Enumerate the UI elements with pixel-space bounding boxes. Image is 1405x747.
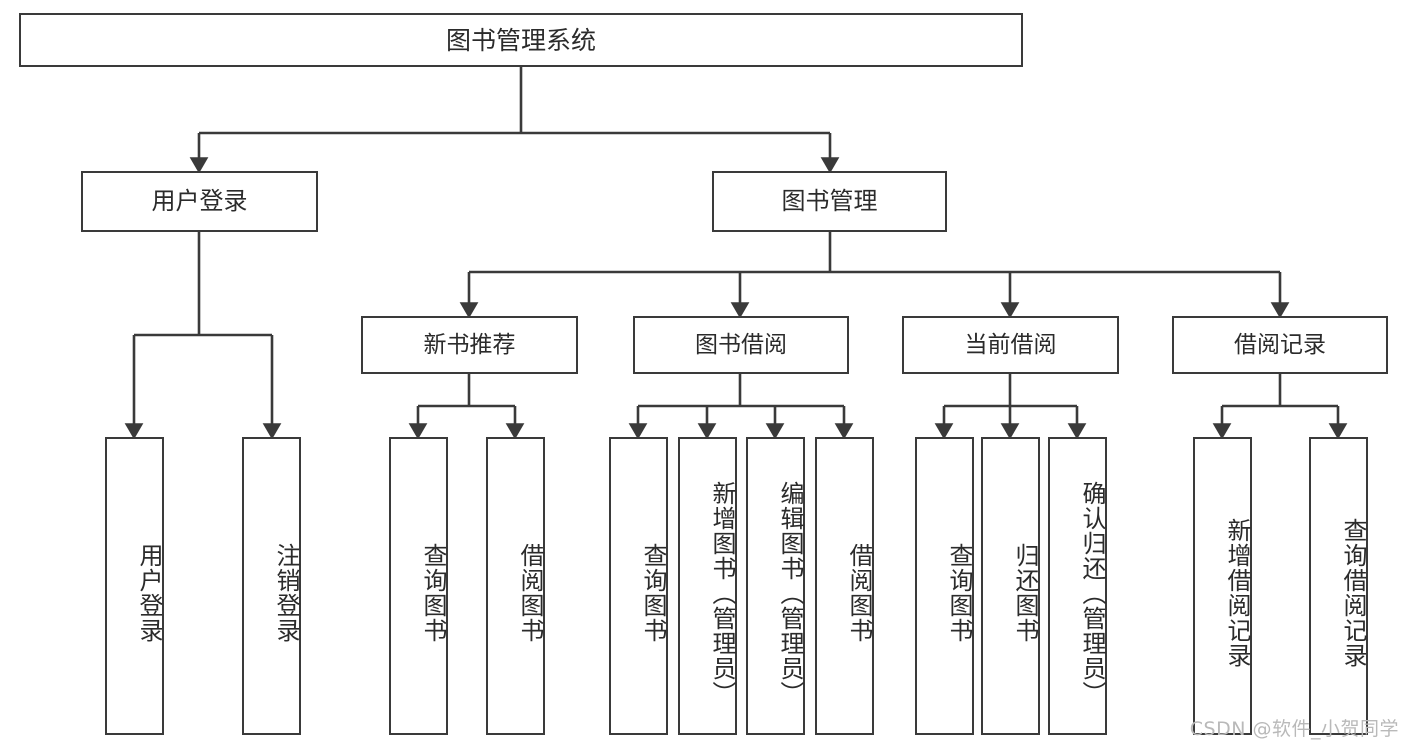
leaf-user-login-label: 用户登录: [135, 543, 163, 643]
leaf-borrow-book-recommendation[interactable]: 借阅图书: [486, 437, 545, 735]
leaf-return-book-label: 归还图书: [1011, 543, 1039, 643]
leaf-query-book-recommendation-label: 查询图书: [419, 543, 447, 643]
leaf-query-book-recommendation[interactable]: 查询图书: [389, 437, 448, 735]
leaf-edit-book[interactable]: 编辑图书（管理员）: [746, 437, 805, 735]
leaf-logout-label: 注销登录: [272, 543, 300, 643]
node-current-borrow-label: 当前借阅: [964, 331, 1057, 358]
node-book-borrow-label: 图书借阅: [695, 331, 787, 358]
leaf-borrow-book-label: 借阅图书: [845, 543, 873, 643]
node-book-manage[interactable]: 图书管理: [712, 171, 947, 232]
leaf-borrow-book[interactable]: 借阅图书: [815, 437, 874, 735]
node-book-borrow[interactable]: 图书借阅: [633, 316, 849, 374]
leaf-query-book-borrow[interactable]: 查询图书: [609, 437, 668, 735]
node-root[interactable]: 图书管理系统: [19, 13, 1023, 67]
leaf-user-login[interactable]: 用户登录: [105, 437, 164, 735]
leaf-add-book[interactable]: 新增图书（管理员）: [678, 437, 737, 735]
node-borrow-record-label: 借阅记录: [1234, 331, 1326, 358]
node-new-book-recommendation[interactable]: 新书推荐: [361, 316, 578, 374]
leaf-add-book-label: 新增图书（管理员）: [708, 480, 736, 706]
leaf-borrow-book-recommendation-label: 借阅图书: [516, 543, 544, 643]
leaf-query-book-current[interactable]: 查询图书: [915, 437, 974, 735]
leaf-confirm-return-label: 确认归还（管理员）: [1078, 480, 1106, 706]
node-book-manage-label: 图书管理: [781, 186, 878, 215]
node-current-borrow[interactable]: 当前借阅: [902, 316, 1119, 374]
leaf-edit-book-label: 编辑图书（管理员）: [776, 480, 804, 706]
leaf-return-book[interactable]: 归还图书: [981, 437, 1040, 735]
leaf-query-book-borrow-label: 查询图书: [639, 543, 667, 643]
leaf-confirm-return[interactable]: 确认归还（管理员）: [1048, 437, 1107, 735]
node-new-book-recommendation-label: 新书推荐: [423, 331, 516, 358]
node-borrow-record[interactable]: 借阅记录: [1172, 316, 1388, 374]
leaf-add-borrow-record-label: 新增借阅记录: [1223, 518, 1251, 668]
node-root-label: 图书管理系统: [445, 25, 596, 55]
leaf-add-borrow-record[interactable]: 新增借阅记录: [1193, 437, 1252, 735]
leaf-query-borrow-record[interactable]: 查询借阅记录: [1309, 437, 1368, 735]
node-user-login-label: 用户登录: [151, 186, 248, 215]
csdn-watermark: CSDN @软件_小贺同学: [1189, 718, 1399, 740]
leaf-query-book-current-label: 查询图书: [945, 543, 973, 643]
node-user-login[interactable]: 用户登录: [81, 171, 318, 232]
leaf-query-borrow-record-label: 查询借阅记录: [1339, 518, 1367, 668]
leaf-logout[interactable]: 注销登录: [242, 437, 301, 735]
